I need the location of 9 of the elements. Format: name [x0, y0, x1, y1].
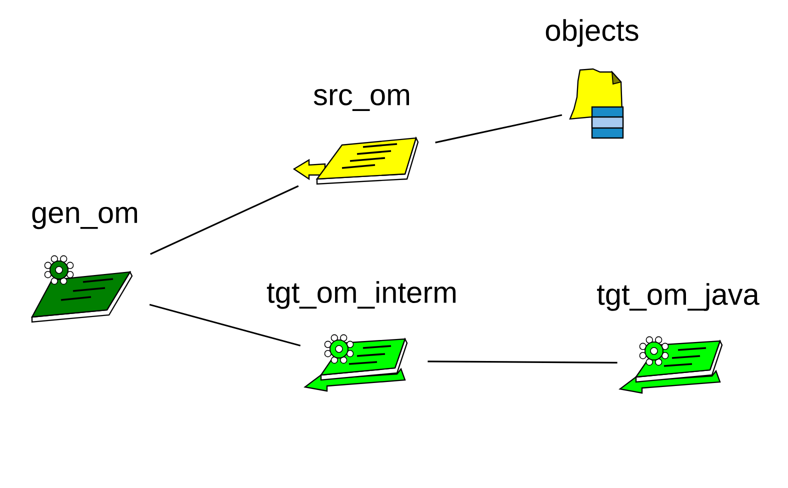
node-label: tgt_om_interm	[266, 281, 456, 309]
connector-line	[435, 114, 562, 144]
connector-line	[428, 360, 618, 364]
connector-line	[149, 304, 301, 346]
node-label: objects	[546, 19, 638, 47]
node-label: src_om	[314, 89, 409, 111]
connector-line	[150, 185, 299, 255]
node-label: tgt_om_java	[597, 283, 760, 311]
node-label: gen_om	[32, 206, 138, 230]
